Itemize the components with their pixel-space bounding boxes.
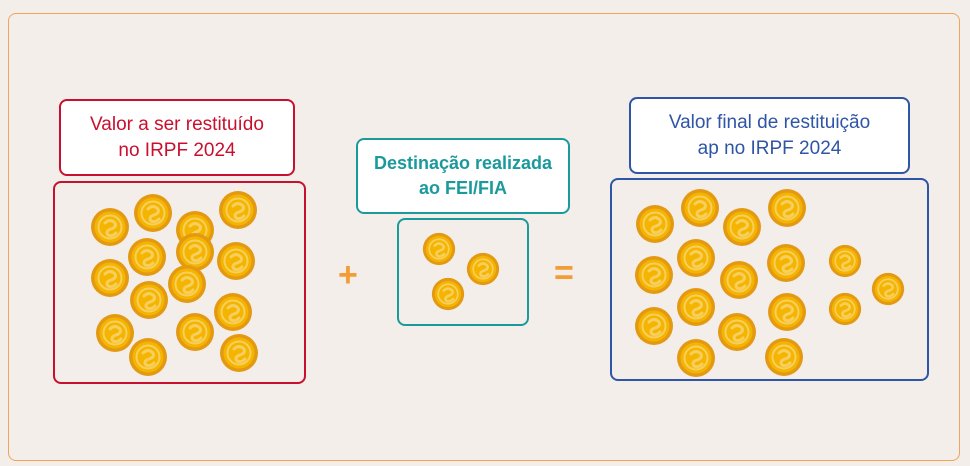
refund-value-label-line1: Valor a ser restituído (90, 113, 264, 135)
coin-icon (635, 204, 675, 244)
coin-icon (167, 264, 207, 304)
coin-icon (676, 338, 716, 378)
donation-label-line2: ao FEI/FIA (418, 178, 507, 198)
refund-value-label-line2: no IRPF 2024 (118, 139, 236, 161)
coin-icon (680, 188, 720, 228)
coin-icon (422, 232, 456, 266)
coin-icon (90, 258, 130, 298)
refund-coins-box (53, 181, 306, 384)
final-refund-label: Valor final de restituição ap no IRPF 20… (629, 97, 910, 174)
coin-icon (128, 337, 168, 377)
coin-icon (218, 190, 258, 230)
coin-icon (216, 241, 256, 281)
coin-icon (129, 280, 169, 320)
coin-icon (766, 243, 806, 283)
coin-icon (213, 292, 253, 332)
coin-icon (466, 252, 500, 286)
coin-icon (676, 287, 716, 327)
coin-icon (95, 313, 135, 353)
coin-icon (90, 207, 130, 247)
coin-icon (127, 237, 167, 277)
coin-icon (719, 260, 759, 300)
coin-icon (828, 292, 862, 326)
coin-icon (828, 244, 862, 278)
donation-coins-box (397, 218, 529, 326)
coin-icon (717, 312, 757, 352)
coin-icon (431, 277, 465, 311)
coin-icon (722, 207, 762, 247)
final-refund-coins-box (610, 178, 929, 381)
plus-operator: + (338, 256, 358, 294)
coin-icon (133, 193, 173, 233)
coin-icon (175, 312, 215, 352)
coin-icon (676, 238, 716, 278)
donation-label: Destinação realizada ao FEI/FIA (356, 138, 570, 214)
coin-icon (767, 188, 807, 228)
final-refund-label-line2: ap no IRPF 2024 (697, 137, 842, 159)
coin-icon (634, 255, 674, 295)
equals-operator: = (554, 254, 574, 292)
coin-icon (767, 292, 807, 332)
final-refund-label-line1: Valor final de restituição (668, 111, 871, 133)
coin-icon (634, 306, 674, 346)
coin-icon (871, 272, 905, 306)
coin-icon (175, 232, 215, 272)
outer-frame (8, 13, 960, 461)
donation-label-line1: Destinação realizada (373, 153, 553, 173)
refund-value-label: Valor a ser restituído no IRPF 2024 (59, 99, 295, 176)
coin-icon (764, 337, 804, 377)
coin-icon (219, 333, 259, 373)
